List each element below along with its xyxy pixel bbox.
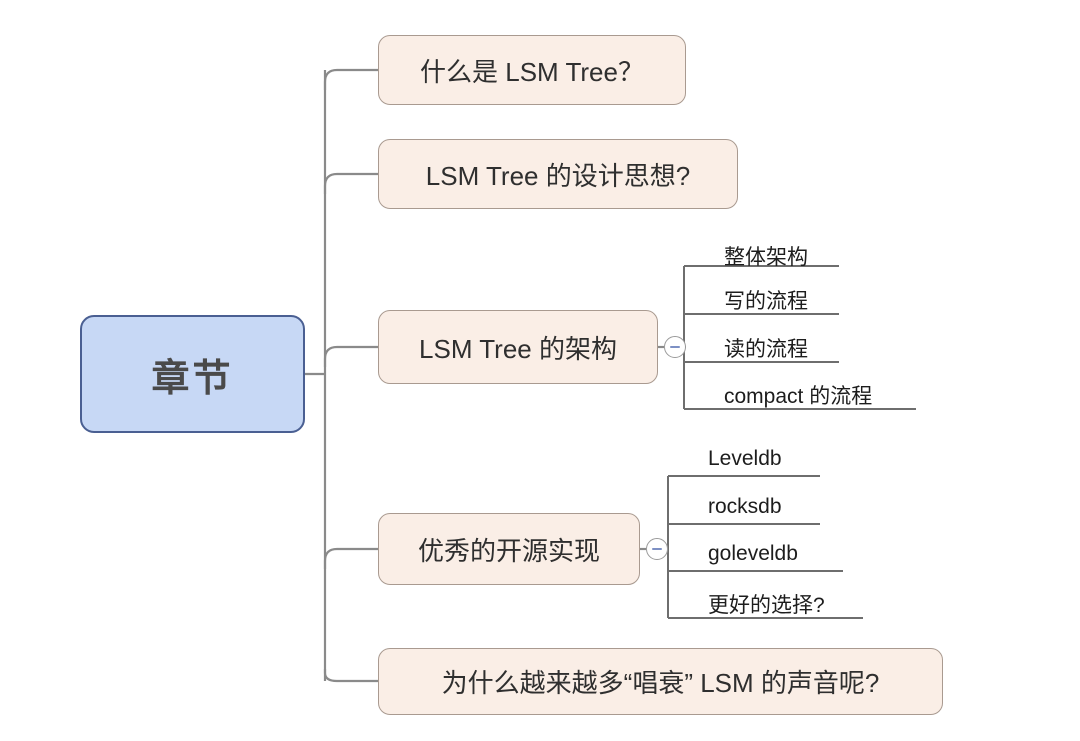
branch-node-open-source[interactable]: 优秀的开源实现 [378, 513, 640, 585]
leaf-item[interactable]: 更好的选择? [708, 594, 825, 617]
leaf-item[interactable]: 读的流程 [724, 338, 808, 361]
connector-branch-4 [323, 547, 378, 569]
collapse-toggle-open-source[interactable] [646, 538, 668, 560]
branch-label: LSM Tree 的架构 [419, 333, 617, 364]
minus-icon [670, 345, 680, 349]
branch-node-architecture[interactable]: LSM Tree 的架构 [378, 310, 658, 384]
leaf-item[interactable]: compact 的流程 [724, 385, 873, 408]
branch-node-what-is-lsm[interactable]: 什么是 LSM Tree？ [378, 35, 686, 105]
leaf-item[interactable]: Leveldb [708, 447, 782, 470]
leaf-item[interactable]: 写的流程 [724, 290, 808, 313]
connector-branch-3 [323, 345, 378, 367]
minus-icon [652, 547, 662, 551]
root-node-label: 章节 [151, 357, 234, 400]
connector-branch-2 [323, 172, 378, 194]
branch-label: 优秀的开源实现 [417, 535, 600, 566]
collapse-toggle-architecture[interactable] [664, 336, 686, 358]
leaf-item[interactable]: goleveldb [708, 542, 798, 565]
branch-node-design-idea[interactable]: LSM Tree 的设计思想? [378, 139, 738, 209]
connector-branch-1 [323, 68, 378, 90]
branch-node-lsm-criticism[interactable]: 为什么越来越多“唱衰” LSM 的声音呢? [378, 648, 943, 715]
branch-label: 什么是 LSM Tree？ [420, 56, 644, 87]
leaf-item[interactable]: rocksdb [708, 495, 782, 518]
root-node[interactable]: 章节 [80, 315, 305, 433]
branch-label: 为什么越来越多“唱衰” LSM 的声音呢? [441, 668, 880, 698]
connector-branch-5 [323, 669, 378, 683]
leaf-item[interactable]: 整体架构 [724, 246, 808, 269]
branch-label: LSM Tree 的设计思想? [425, 160, 691, 191]
